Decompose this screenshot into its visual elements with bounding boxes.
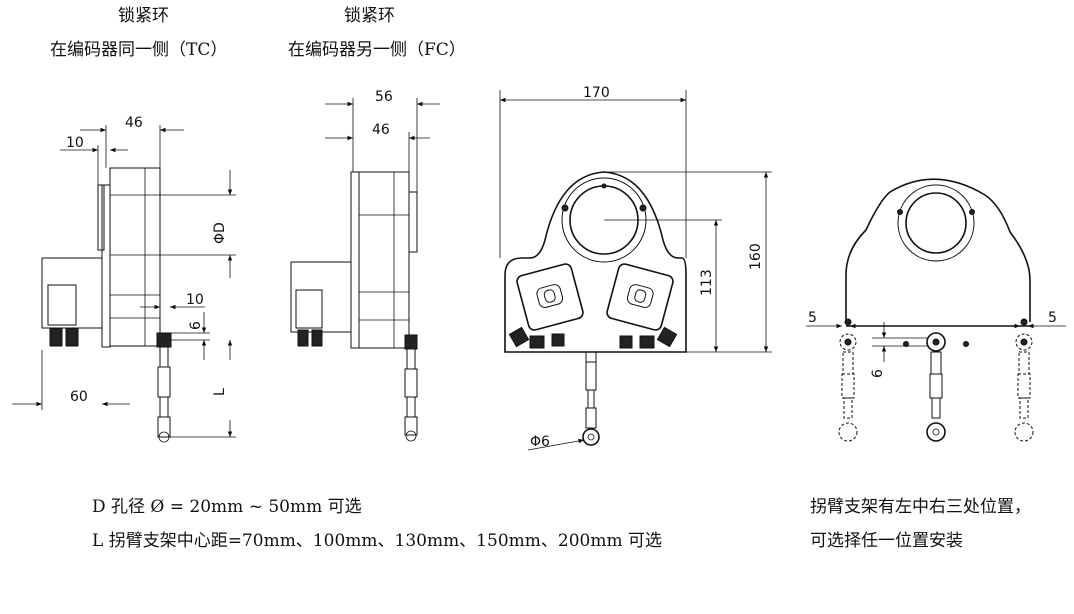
front-dim-170: 170	[583, 85, 610, 101]
arm-position-view: 5 5 6	[806, 178, 1066, 442]
fc-side-view: 56 46	[290, 89, 440, 442]
front-encoder-left	[516, 263, 584, 331]
front-dim-113: 113	[699, 269, 715, 296]
arm-position-note-2: 可选择任一位置安装	[810, 531, 963, 551]
front-dim-160: 160	[748, 243, 764, 270]
tc-dim-6: 6	[188, 321, 204, 330]
side-bracket-outline	[845, 178, 1031, 322]
fc-torque-arm-pivot	[404, 334, 418, 350]
fc-locking-ring	[408, 191, 418, 253]
tc-dim-l: L	[212, 388, 228, 396]
fc-flange-plate	[350, 171, 360, 349]
side-dim-6: 6	[870, 369, 886, 378]
fc-encoder-body	[290, 261, 352, 333]
front-encoder-right	[606, 263, 674, 331]
arm-position-note-1: 拐臂支架有左中右三处位置，	[810, 497, 1031, 517]
tc-locking-ring	[97, 184, 105, 251]
tc-caption-subtitle: 在编码器同一侧（TC）	[50, 40, 228, 60]
fc-caption-subtitle: 在编码器另一侧（FC）	[288, 40, 466, 60]
tc-cable-gland-1	[49, 327, 63, 347]
tc-torque-arm-pivot	[156, 332, 172, 348]
fc-shaft-body	[358, 171, 410, 349]
tc-caption-title: 锁紧环	[118, 6, 169, 26]
side-dim-5-left: 5	[808, 310, 817, 326]
tc-encoder-body	[41, 257, 103, 329]
side-bore	[905, 192, 967, 254]
fc-dim-56: 56	[375, 89, 393, 105]
tc-dim-46: 46	[125, 115, 143, 131]
tc-shaft-body	[109, 167, 161, 347]
tc-dim-phi-d: ΦD	[212, 222, 228, 244]
tc-cable-gland-2	[65, 327, 79, 347]
tc-dim-10-arm: 10	[186, 292, 204, 308]
tc-side-view: 46 10 ΦD 10 6 L 60	[12, 115, 236, 443]
front-view: 170 160 113 Φ6	[499, 85, 772, 451]
front-rod-end	[582, 428, 600, 446]
tc-encoder-connector	[47, 284, 77, 326]
tc-dim-10-top: 10	[66, 135, 84, 151]
bore-range-note: D 孔径 Ø = 20mm ~ 50mm 可选	[92, 497, 362, 517]
tc-flange-plate	[101, 184, 111, 348]
tc-dim-60: 60	[70, 389, 88, 405]
front-bracket-outline	[504, 171, 687, 353]
arm-distance-note: L 拐臂支架中心距=70mm、100mm、130mm、150mm、200mm 可…	[92, 531, 662, 551]
fc-caption-title: 锁紧环	[344, 6, 395, 26]
front-dim-phi6: Φ6	[530, 434, 550, 450]
fc-dim-46: 46	[372, 122, 390, 138]
side-dim-5-right: 5	[1048, 310, 1057, 326]
